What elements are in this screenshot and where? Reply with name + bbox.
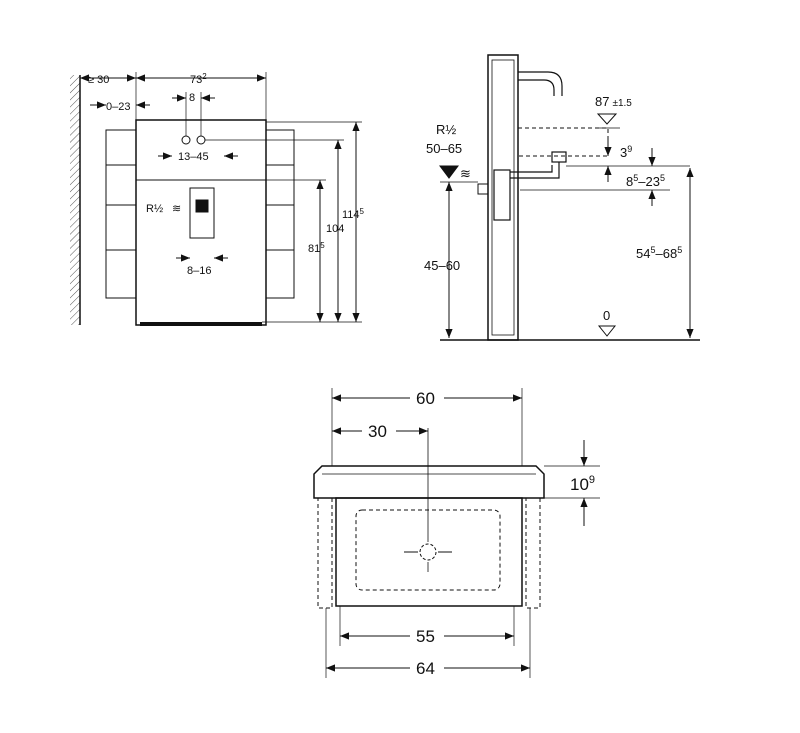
right-leg-outline [525,497,541,609]
spout-icon [518,71,563,96]
valve-right-icon [196,135,206,145]
top-cabinet [335,497,523,607]
inlet-wave-icon: ≋ [172,203,181,215]
inner-width-label: 55 [416,627,435,646]
countertop [313,465,545,499]
side-wave-icon: ≋ [460,166,471,181]
inlet-range-label: 8–16 [187,265,211,277]
top-view [313,388,600,678]
side-basin-outline [517,127,609,157]
valve-range-label: 13–45 [178,151,209,163]
offset-range-label: 0–23 [106,101,130,113]
drain-depth-label: 39 [620,144,632,160]
outer-width-label: 64 [416,659,435,678]
side-inlet-label: R½ [436,122,456,137]
basin-level-marker-icon [596,113,618,125]
inlet-block [189,187,215,239]
inlet-fitting-icon [195,199,209,213]
trap-pipe [510,162,560,179]
height-104-label: 104 [326,223,344,235]
wall-clearance-label: ≥ 30 [88,74,109,86]
drain-icon [551,151,567,163]
front-view [70,72,362,326]
side-view [439,54,700,341]
outlet-range-label: 545–685 [636,245,682,261]
side-panel [487,54,519,341]
left-leg-outline [317,497,333,609]
pipe-height-label: 45–60 [424,258,460,273]
valve-spacing-label: 8 [189,92,195,104]
basin-drain-icon [419,543,437,561]
front-inlet-label: R½ [146,203,163,215]
valve-left-icon [181,135,191,145]
front-width-label: 732 [190,72,207,86]
left-shelf-unit [105,129,137,299]
top-view-labels: 60 30 109 55 64 [362,388,595,678]
top-width-label: 60 [416,389,435,408]
floor-level-label: 0 [603,308,610,323]
side-view-labels: 87±1.5 R½ 50–65 ≋ 39 85–235 45–60 0 545–… [424,94,682,323]
basin-level-label: 87±1.5 [595,94,632,109]
right-shelf-unit [265,129,295,299]
front-view-labels: ≥ 30 732 0–23 8 13–45 R½ ≋ 8–16 815 104 … [88,72,365,277]
inlet-triangle-icon [439,165,459,179]
wall-hatch [70,75,80,325]
supply-connection-icon [477,183,489,195]
height-114-label: 1145 [342,207,365,221]
floor-level-marker-icon [597,325,617,337]
trap-range-label: 85–235 [626,173,665,189]
center-label: 30 [368,422,387,441]
height-81-label: 815 [308,241,325,255]
side-inlet-range-label: 50–65 [426,141,462,156]
rim-height-label: 109 [570,474,595,494]
